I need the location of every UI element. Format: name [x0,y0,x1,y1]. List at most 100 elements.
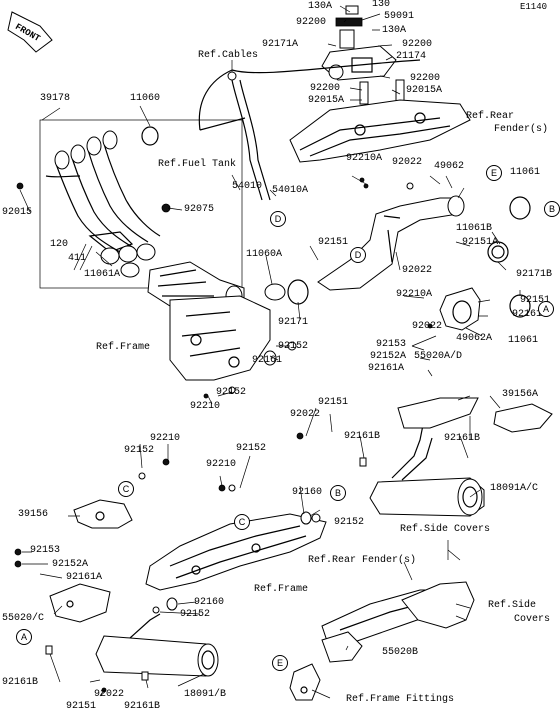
part-label: 120 [50,239,69,250]
part-label: 92161A [368,363,405,374]
ref-frame-low: Ref.Frame [254,584,309,595]
part-label: 92015 [2,207,33,218]
ref-fuel-tank: Ref.Fuel Tank [158,159,237,170]
part-label: 11060 [130,93,161,104]
part-label: 92210 [150,433,181,444]
part-label: 39156 [18,509,49,520]
part-label: 92151 [318,237,349,248]
part-label: 130A [382,25,407,36]
part-label: 92210 [190,401,221,412]
part-label: 11061 [508,335,539,346]
part-label: 55020A/D [414,351,463,362]
part-label: 55020B [382,647,419,658]
callout-e: E [272,655,288,671]
part-label: 18091A/C [490,483,539,494]
gasket-11060 [141,126,159,146]
callout-b: B [330,485,346,501]
part-label: 92022 [402,265,433,276]
heat-guard-39156a [493,403,553,433]
callout-e: E [486,165,502,181]
part-label: 92022 [94,689,125,700]
part-label: 39156A [502,389,539,400]
rear-frame-lower [145,513,327,591]
heat-guard-39156 [73,499,133,529]
part-label: 92152A [370,351,407,362]
gasket-11061 [509,196,531,220]
part-label: 92022 [290,409,321,420]
ref-rear-fender: Ref.Rear [466,111,515,122]
part-label: 411 [68,253,87,264]
part-label: 92161A [66,572,103,583]
rear-fender-assembly [289,99,471,163]
part-label: 92171B [516,269,553,280]
part-label: 92210 [206,459,237,470]
part-label: 92200 [410,73,441,84]
callout-b: B [544,201,560,217]
part-label: 92151 [318,397,349,408]
part-label: 92153 [30,545,61,556]
part-label: 54010 [232,181,263,192]
part-label: 92152 [278,341,309,352]
part-label: 92022 [412,321,443,332]
part-label: 92152A [52,559,89,570]
ref-side-covers-right: Ref.Side [488,600,537,611]
part-label: 92210A [346,153,383,164]
part-label: 92075 [184,204,215,215]
exhaust-header-pipes [45,130,161,253]
heat-shield-55020ad [397,397,479,429]
part-label: 92153 [376,339,407,350]
part-label: 92161B [344,431,381,442]
part-label: 92161 [252,355,283,366]
part-label: 11061B [456,223,493,234]
frame-section [169,295,271,381]
ref-frame-fittings: Ref.Frame Fittings [346,694,455,705]
part-label: 11061 [510,167,541,178]
silencer-left [95,613,219,677]
ref-rear-fender-line2: Fender(s) [494,124,549,135]
part-label: 92151 [66,701,97,712]
part-label: 92200 [310,83,341,94]
front-arrow-icon [7,11,53,53]
mid-pipe [317,195,465,291]
part-label: 130A [308,1,333,12]
part-label: 49062A [456,333,493,344]
part-label: 130 [372,0,391,10]
gasket-11060a [264,283,286,301]
part-label: 92015A [308,95,345,106]
header-group-outline [39,119,243,289]
side-cover-plate [401,581,475,629]
part-label: 92200 [296,17,327,28]
footrest-bracket [289,663,321,701]
callout-d: D [350,247,366,263]
part-label: 92160 [194,597,225,608]
callout-a: A [16,629,32,645]
part-label: 92200 [402,39,433,50]
part-label: 92152 [180,609,211,620]
heat-guard-55020b [321,631,363,663]
part-label: 92151 [520,295,551,306]
ref-frame-mid: Ref.Frame [96,342,151,353]
part-label: 92161B [512,309,549,320]
part-label: 21174 [396,51,427,62]
part-label: 92161B [2,677,39,688]
part-label: 39178 [40,93,71,104]
part-label: 92171A [262,39,299,50]
ref-side-covers-right-line2: Covers [514,614,551,625]
callout-a: A [538,301,554,317]
part-label: 92152 [334,517,365,528]
part-label: 18091/B [184,689,227,700]
ref-cables: Ref.Cables [198,50,259,61]
part-label: 92210A [396,289,433,300]
part-label: 54010A [272,185,309,196]
part-label: 55020/C [2,613,45,624]
callout-c: C [234,514,250,530]
ref-rear-fender-low: Ref.Rear Fender(s) [308,555,417,566]
part-label: 11061A [84,269,121,280]
part-label: 92152 [124,445,155,456]
part-label: 92161B [124,701,161,712]
part-label: 49062 [434,161,465,172]
part-label: 59091 [384,11,415,22]
callout-c: C [118,481,134,497]
part-label: 92171 [278,317,309,328]
